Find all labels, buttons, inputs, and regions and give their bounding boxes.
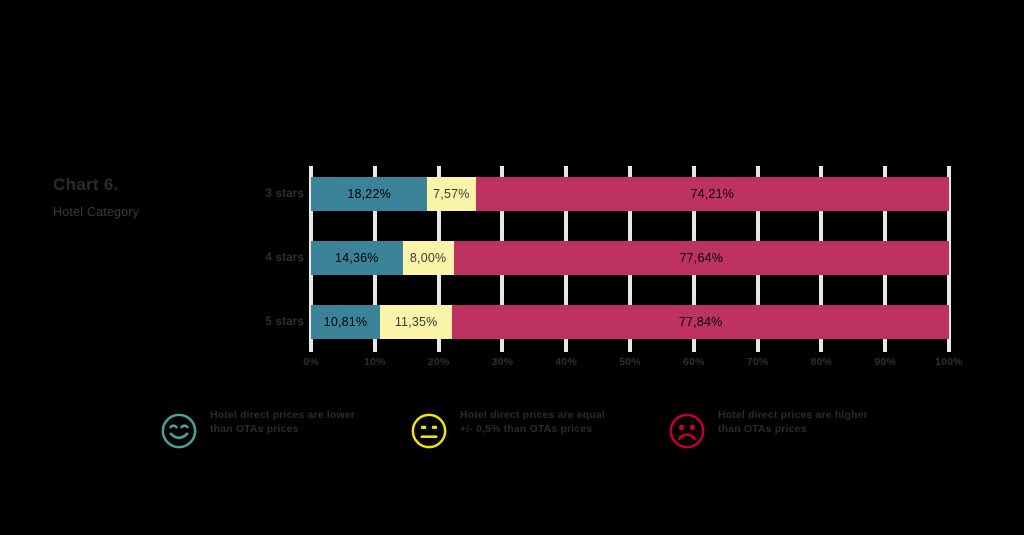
axis-tick-label: 100% xyxy=(935,356,963,368)
bar-segment-higher[interactable]: 74,21% xyxy=(475,177,949,211)
chart-title-block: Chart 6. Hotel Category xyxy=(53,175,253,219)
bar-segment-higher[interactable]: 77,64% xyxy=(453,241,949,275)
axis-tick-label: 0% xyxy=(303,356,319,368)
axis-tick-label: 60% xyxy=(682,356,705,368)
plot-area: 18,22%7,57%74,21% 14,36%8,00%77,64% 10,81%… xyxy=(309,166,951,352)
bar-segment-equal[interactable]: 11,35% xyxy=(379,305,453,339)
smiley-happy-icon xyxy=(161,413,197,449)
bar-row: 14,36%8,00%77,64% xyxy=(311,241,949,275)
axis-tick-label: 40% xyxy=(555,356,577,368)
value-axis: 0% 10% 20% 30% 40% 50% 60% 70% 80% 90% 100% xyxy=(303,356,962,376)
category-label-3-stars: 3 stars xyxy=(265,188,304,200)
category-label-5-stars: 5 stars xyxy=(265,316,304,328)
legend-item-equal: Hotel direct prices are equal +/- 0,5% t… xyxy=(410,408,610,450)
axis-tick-label: 70% xyxy=(746,356,769,368)
legend-label-lower: Hotel direct prices are lower than OTAs … xyxy=(210,409,355,436)
category-label-4-stars: 4 stars xyxy=(265,252,304,264)
bar-segment-equal[interactable]: 7,57% xyxy=(427,177,476,211)
axis-tick-label: 20% xyxy=(427,356,450,368)
axis-tick-label: 80% xyxy=(810,356,833,368)
bar-segment-lower[interactable]: 18,22% xyxy=(311,177,428,211)
bar-segment-equal[interactable]: 8,00% xyxy=(402,241,454,275)
smiley-neutral-icon xyxy=(411,413,447,449)
smiley-sad-icon xyxy=(669,413,705,449)
axis-tick-label: 30% xyxy=(491,356,514,368)
legend-label-equal: Hotel direct prices are equal +/- 0,5% t… xyxy=(460,409,605,436)
legend: Hotel direct prices are lower than OTAs … xyxy=(160,408,920,478)
page-title: Chart 6. xyxy=(53,175,119,194)
bar-row: 18,22%7,57%74,21% xyxy=(311,177,949,211)
legend-label-higher: Hotel direct prices are higher than OTAs… xyxy=(718,409,868,436)
category-axis: 3 stars 4 stars 5 stars xyxy=(246,166,304,352)
bar-segment-higher[interactable]: 77,84% xyxy=(452,305,949,339)
bar-segment-lower[interactable]: 14,36% xyxy=(311,241,403,275)
bar-row: 10,81%11,35%77,84% xyxy=(311,305,949,339)
legend-item-higher: Hotel direct prices are higher than OTAs… xyxy=(668,408,868,450)
axis-tick-label: 10% xyxy=(363,356,386,368)
axis-tick-label: 50% xyxy=(619,356,641,368)
legend-item-lower: Hotel direct prices are lower than OTAs … xyxy=(160,408,360,450)
chart-subtitle: Hotel Category xyxy=(53,204,140,219)
bar-rows: 18,22%7,57%74,21% 14,36%8,00%77,64% 10,81%… xyxy=(311,166,949,352)
bar-segment-lower[interactable]: 10,81% xyxy=(311,305,380,339)
axis-tick-label: 90% xyxy=(874,356,896,368)
